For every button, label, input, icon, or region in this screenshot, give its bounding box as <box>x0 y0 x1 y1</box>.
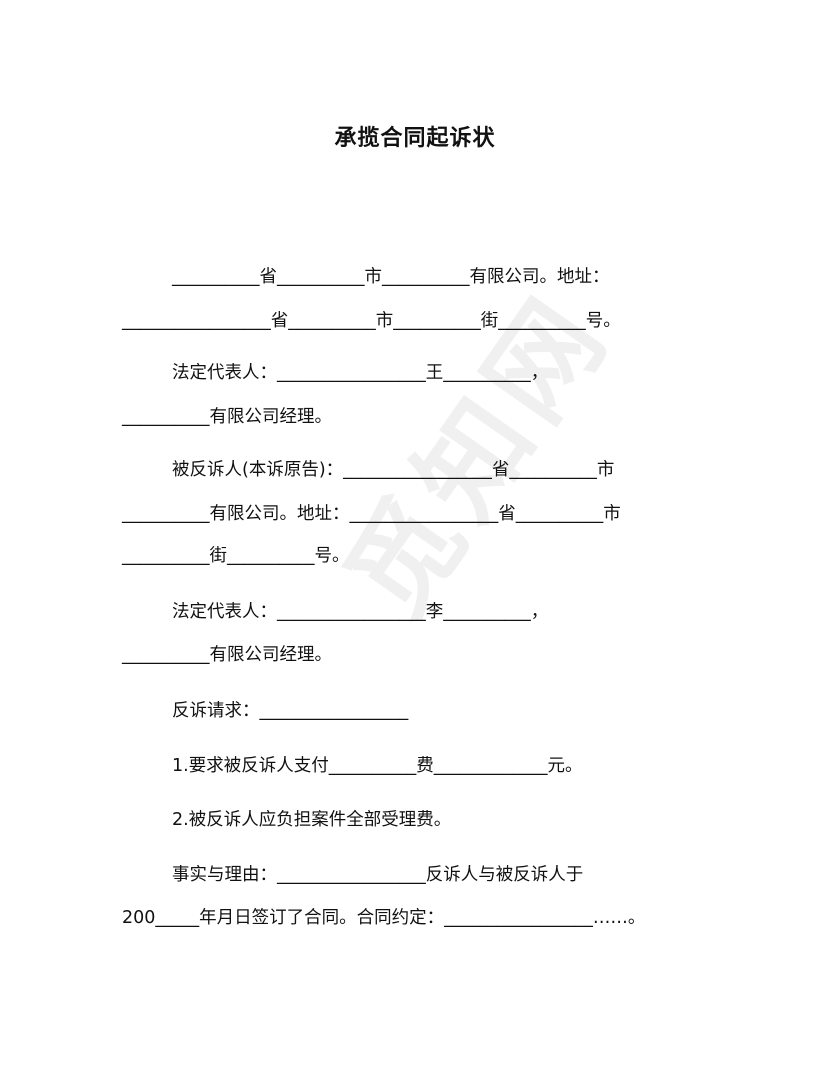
respondent-line: 被反诉人(本诉原告)：_________________省__________市 <box>172 460 615 480</box>
facts-and-reasons-line: 事实与理由：_________________反诉人与被反诉人于 <box>172 865 584 885</box>
document-title: 承揽合同起诉状 <box>334 126 496 151</box>
legal-rep-wang-line: 法定代表人：_________________王__________， <box>172 363 549 383</box>
counterclaim-requests-heading: 反诉请求：_________________ <box>172 701 409 721</box>
request-item-2: 2.被反诉人应负担案件全部受理费。 <box>172 810 452 830</box>
counterclaimant-address-line: _________________省__________市__________街… <box>122 311 621 331</box>
facts-contract-line: 200_____年月日签订了合同。合同约定：_________________…… <box>122 908 646 928</box>
respondent-address-line: __________有限公司。地址：_________________省____… <box>122 504 621 524</box>
respondent-street-line: __________街__________号。 <box>122 546 350 566</box>
legal-rep-li-title-line: __________有限公司经理。 <box>122 645 332 665</box>
request-item-1: 1.要求被反诉人支付__________费_____________元。 <box>172 756 583 776</box>
counterclaimant-company-line: __________省__________市__________有限公司。地址： <box>172 267 610 287</box>
legal-rep-li-line: 法定代表人：_________________李__________， <box>172 602 549 622</box>
legal-rep-wang-title-line: __________有限公司经理。 <box>122 407 332 427</box>
